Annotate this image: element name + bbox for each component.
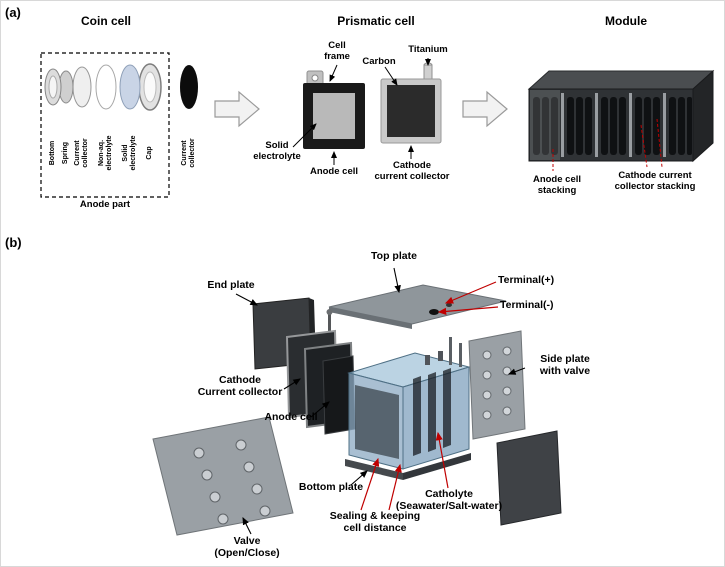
- coin-part-cathode-collector: Current collector: [181, 138, 196, 168]
- leader-top-plate: [393, 267, 401, 294]
- side-plate-label: Side plate with valve: [539, 353, 591, 377]
- top-plate-shape: [328, 284, 507, 325]
- anode-part-dashed-box: [40, 52, 170, 198]
- leader-cathode-stacking-2: [656, 118, 663, 168]
- module-top-face: [527, 70, 715, 90]
- coin-part-cap: Cap: [146, 146, 154, 160]
- carbon-pane: [387, 85, 435, 137]
- valve-plate-shape: [152, 416, 294, 536]
- box-internal-anode-stack: [355, 385, 399, 459]
- terminal-plus-stud: [446, 303, 452, 307]
- terminal-plus-label: Terminal(+): [498, 274, 555, 286]
- terminal-minus-label: Terminal(-): [500, 299, 554, 311]
- anode-cell-label-b: Anode cell: [264, 411, 318, 423]
- coin-part-nonaq-electrolyte: Non-aq. electrolyte: [98, 135, 113, 171]
- coin-disc-bottom-inner: [48, 75, 58, 99]
- terminal-minus-stud: [429, 309, 439, 315]
- leader-side-plate: [507, 367, 526, 375]
- leader-solid-electrolyte: [292, 123, 317, 148]
- solid-electrolyte-pane: [313, 93, 355, 139]
- arrow-right-icon: [462, 90, 508, 128]
- box-internal-plate-3: [443, 368, 451, 448]
- module-anode-window: [530, 90, 560, 160]
- panel-a-tag: (a): [5, 5, 21, 20]
- leader-cathode-collector: [283, 378, 301, 390]
- box-internal-plate-1: [413, 376, 421, 456]
- valve-plate-bolts: [193, 439, 271, 525]
- titanium-label: Titanium: [408, 44, 448, 55]
- leader-terminal-minus: [437, 306, 499, 315]
- cell-frame-label: Cell frame: [324, 40, 350, 62]
- side-plate-bolts: [482, 346, 512, 420]
- top-plate-edge: [329, 307, 412, 329]
- module-divider-plates: [561, 93, 666, 157]
- coin-disc-cap-inner: [143, 71, 157, 103]
- prismatic-cell-diagram: [292, 58, 442, 165]
- catholyte-label: Catholyte (Seawater/Salt-water): [395, 488, 503, 512]
- box-top-rod-1: [449, 337, 452, 365]
- coin-part-bottom: Bottom: [49, 140, 57, 166]
- exploded-module-diagram: [152, 267, 562, 536]
- sealing-label: Sealing & keeping cell distance: [329, 510, 421, 534]
- top-plate-label: Top plate: [371, 250, 417, 262]
- module-cylinders: [533, 97, 692, 155]
- leader-bottom-plate: [350, 470, 368, 486]
- coin-cell-title: Coin cell: [80, 14, 131, 28]
- bottom-plate-label: Bottom plate: [298, 481, 364, 493]
- coin-disc-solid-electrolyte: [119, 64, 141, 110]
- leader-catholyte: [435, 431, 449, 489]
- coin-cell-diagram: [40, 52, 198, 198]
- leader-terminal-plus: [444, 281, 497, 304]
- end-plate-label: End plate: [207, 279, 255, 291]
- leader-sealing-2: [388, 463, 402, 511]
- valve-label: Valve (Open/Close): [214, 535, 280, 559]
- coin-disc-current-collector: [72, 66, 92, 108]
- box-internal-plate-2: [428, 372, 436, 452]
- leader-cathode-stacking-1: [640, 124, 648, 168]
- box-top-stud-1: [425, 355, 430, 365]
- prismatic-cell-title: Prismatic cell: [337, 14, 415, 28]
- coin-disc-nonaq-electrolyte: [95, 64, 117, 110]
- carbon-label: Carbon: [362, 56, 396, 67]
- cathode-cc-label: Cathode current collector: [374, 160, 450, 182]
- anode-frame-tab-hole: [311, 74, 319, 82]
- panel-b-tag: (b): [5, 235, 22, 250]
- anode-part-label: Anode part: [79, 199, 131, 210]
- coin-part-current-collector: Current collector: [74, 138, 89, 168]
- bottom-plate-right: [403, 453, 471, 480]
- leader-anode-cell-b: [310, 401, 330, 418]
- leader-cell-frame: [329, 64, 338, 82]
- titanium-terminal: [423, 64, 433, 80]
- module-diagram: [527, 69, 715, 171]
- anode-cell-label: Anode cell: [309, 166, 359, 177]
- coin-disc-cathode-current-collector: [180, 65, 198, 109]
- leader-valve: [242, 517, 252, 535]
- cathode-stacking-label: Cathode current collector stacking: [614, 170, 696, 192]
- cathode-cc-label-b: Cathode Current collector: [197, 374, 283, 398]
- terminal-rod-top: [326, 309, 333, 315]
- end-plate-2-shape: [496, 430, 562, 526]
- coin-part-solid-electrolyte: Solid electrolyte: [122, 135, 137, 171]
- solid-electrolyte-label: Solid electrolyte: [253, 140, 301, 162]
- module-title: Module: [605, 14, 647, 28]
- side-plate-shape: [468, 330, 526, 440]
- coin-part-spring: Spring: [62, 141, 70, 165]
- anode-stacking-label: Anode cell stacking: [532, 174, 582, 196]
- box-top-stud-2: [438, 351, 443, 361]
- box-top-rod-2: [459, 343, 462, 367]
- leader-end-plate: [235, 293, 258, 306]
- arrow-right-icon: [214, 90, 260, 128]
- leader-sealing-1: [360, 457, 380, 511]
- leader-carbon: [384, 66, 398, 86]
